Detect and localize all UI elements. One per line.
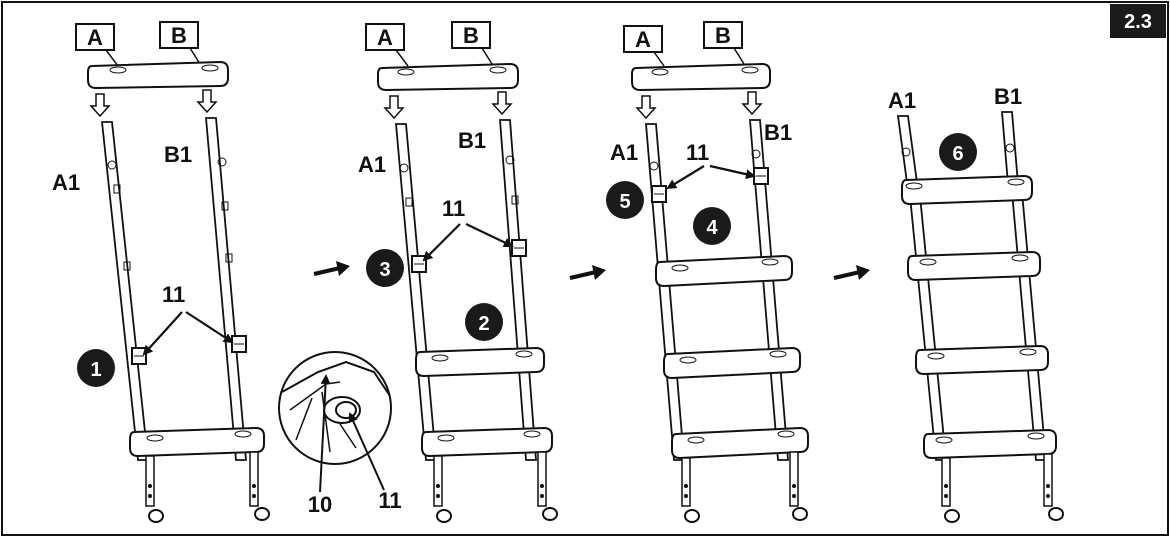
svg-text:6: 6 (952, 143, 963, 165)
detail-magnifier: 10 11 (278, 351, 402, 517)
pole-b1 (499, 119, 537, 461)
svg-text:1: 1 (90, 359, 101, 381)
panel-step-6: A1 B1 6 (888, 84, 1064, 523)
step-badge-1: 1 (77, 349, 115, 387)
pole-b1 (205, 117, 247, 461)
ladder-step (421, 426, 553, 458)
label-box-b: B (451, 21, 491, 49)
label-b: B (171, 23, 187, 48)
step-badge-5: 5 (606, 181, 644, 219)
label-a: A (635, 27, 651, 52)
svg-text:2: 2 (478, 313, 489, 335)
section-badge: 2.3 (1110, 4, 1166, 38)
down-arrow-icon (89, 93, 111, 118)
svg-text:3: 3 (379, 259, 390, 281)
top-step (377, 62, 519, 92)
step-badge-3: 3 (366, 249, 404, 287)
step-badge-2: 2 (465, 303, 503, 341)
label-box-b: B (159, 21, 199, 49)
ladder-step (129, 426, 265, 458)
ladder-step (671, 426, 809, 460)
svg-text:5: 5 (619, 191, 630, 213)
next-arrow-icon (833, 265, 870, 280)
panel-step-1: A B (52, 21, 270, 523)
down-arrow-icon (491, 91, 513, 116)
ladder-step (663, 346, 801, 380)
ladder-step (907, 250, 1041, 282)
step-badge-4: 4 (693, 207, 731, 245)
section-badge-label: 2.3 (1124, 11, 1152, 33)
label-box-b: B (703, 21, 743, 49)
top-step (631, 62, 771, 92)
panel-step-4-5: A B A1 B1 (606, 21, 809, 523)
svg-text:4: 4 (706, 217, 718, 239)
label-a: A (87, 25, 103, 50)
down-arrow-icon (383, 95, 405, 120)
label-part-11: 11 (162, 282, 185, 307)
label-a: A (377, 25, 393, 50)
down-arrow-icon (196, 89, 218, 114)
ladder-step (923, 428, 1057, 460)
label-part-10: 10 (308, 492, 332, 517)
label-box-a: A (623, 25, 663, 53)
next-arrow-icon (569, 265, 606, 280)
top-step (87, 60, 229, 90)
label-b1: B1 (458, 128, 486, 153)
panel-step-2-3: A B A1 B1 (358, 21, 558, 523)
ladder-step (655, 254, 793, 288)
label-part-11-detail: 11 (378, 488, 401, 513)
ladder-step (915, 344, 1049, 376)
label-part-11: 11 (686, 140, 709, 165)
label-a1: A1 (888, 88, 916, 113)
label-part-11: 11 (442, 196, 465, 221)
step-badge-6: 6 (939, 133, 977, 171)
label-b: B (463, 23, 479, 48)
label-b1: B1 (164, 142, 192, 167)
label-a1: A1 (52, 170, 80, 195)
pole-b1 (749, 119, 789, 461)
label-b1: B1 (764, 120, 792, 145)
label-a1: A1 (358, 152, 386, 177)
label-box-a: A (365, 23, 405, 51)
down-arrow-icon (741, 91, 763, 116)
down-arrow-icon (635, 95, 657, 120)
label-a1: A1 (610, 140, 638, 165)
label-b1: B1 (994, 84, 1022, 109)
top-step (901, 174, 1033, 206)
label-box-a: A (75, 23, 115, 51)
next-arrow-icon (313, 261, 350, 276)
ladder-step (415, 346, 545, 378)
label-b: B (715, 23, 731, 48)
